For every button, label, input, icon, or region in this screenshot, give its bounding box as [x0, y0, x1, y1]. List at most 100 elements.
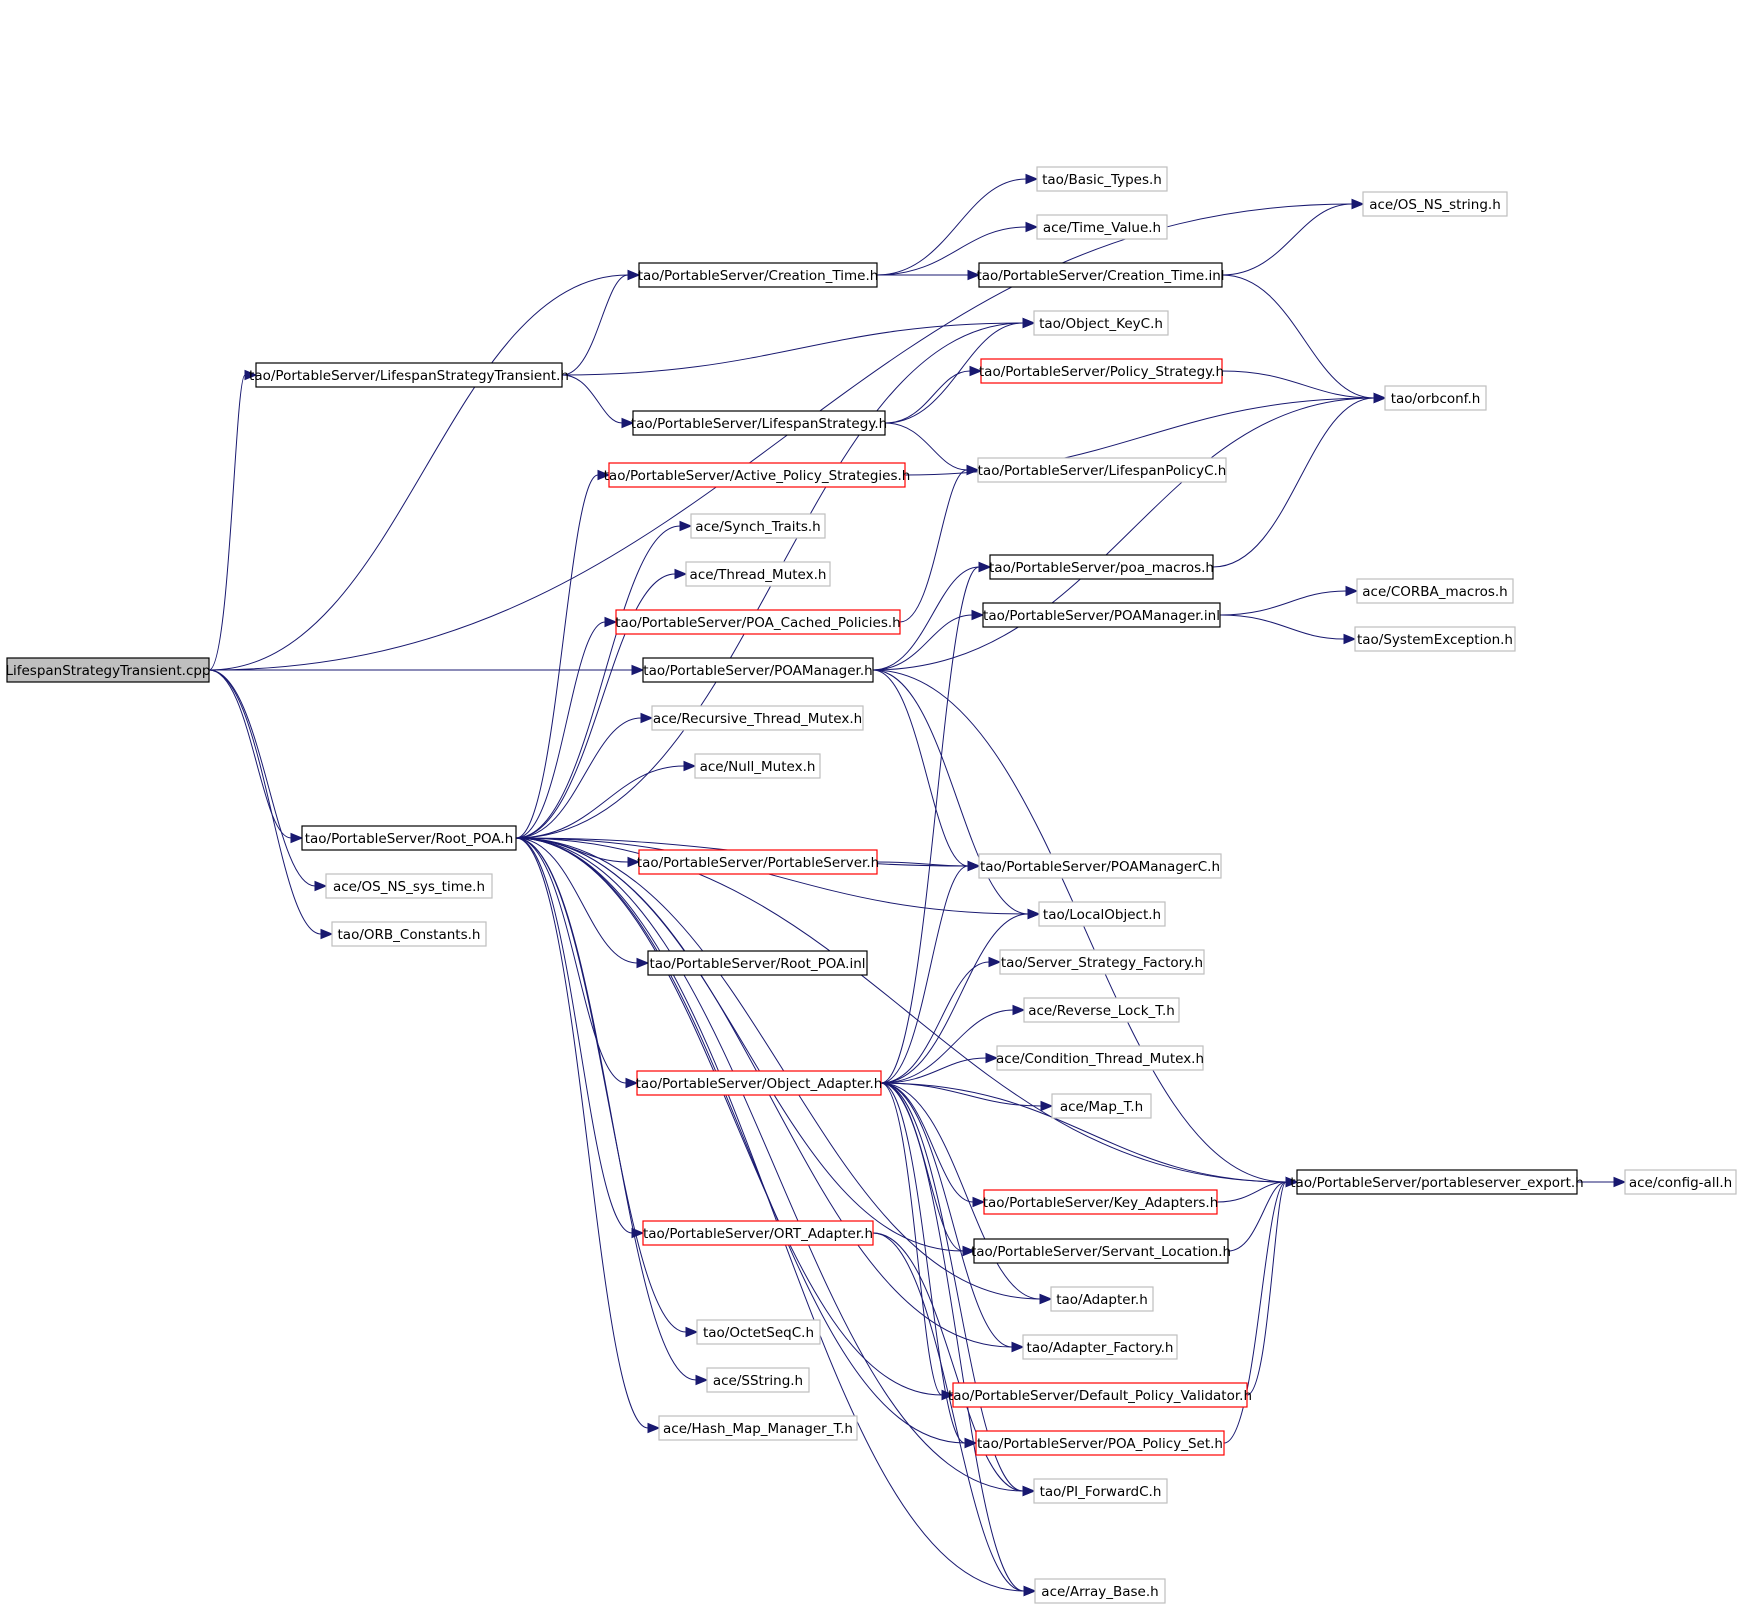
arrowhead-n3-n2	[627, 269, 641, 281]
arrowhead-n0-n7	[320, 928, 334, 940]
node-n38[interactable]: ace/Reverse_Lock_T.h	[1023, 997, 1180, 1023]
node-n15[interactable]: tao/PortableServer/LifespanPolicyC.h	[977, 457, 1227, 483]
node-n25[interactable]: ace/Recursive_Thread_Mutex.h	[651, 705, 864, 731]
node-n11[interactable]: tao/orbconf.h	[1384, 385, 1487, 411]
arrowhead-n5-n12	[1022, 317, 1036, 329]
node-label: ace/OS_NS_string.h	[1369, 197, 1501, 213]
edge-n29-n45	[880, 1082, 943, 1396]
node-n29[interactable]: tao/PortableServer/Object_Adapter.h	[636, 1070, 883, 1096]
node-label: tao/PortableServer/ORT_Adapter.h	[643, 1226, 873, 1242]
edge-n4-n19	[872, 669, 969, 867]
node-n32[interactable]: ace/SString.h	[706, 1367, 810, 1393]
node-n36[interactable]: ace/config-all.h	[1624, 1169, 1737, 1195]
node-n43[interactable]: tao/Adapter.h	[1050, 1286, 1154, 1312]
node-n46[interactable]: tao/PortableServer/POA_Policy_Set.h	[975, 1430, 1225, 1456]
node-n48[interactable]: ace/Array_Base.h	[1034, 1578, 1166, 1604]
node-box	[1362, 191, 1508, 217]
node-n40[interactable]: ace/Map_T.h	[1051, 1093, 1152, 1119]
node-box	[1033, 310, 1169, 336]
node-box	[1033, 1478, 1168, 1504]
node-label: tao/PortableServer/poa_macros.h	[989, 560, 1214, 576]
node-n6[interactable]: ace/OS_NS_sys_time.h	[325, 873, 493, 899]
node-label: tao/PortableServer/Creation_Time.h	[638, 268, 879, 284]
node-label: tao/Object_KeyC.h	[1039, 316, 1163, 332]
node-n31[interactable]: tao/OctetSeqC.h	[696, 1319, 821, 1345]
node-n20[interactable]: tao/LocalObject.h	[1038, 901, 1166, 927]
edges-layer	[208, 173, 1627, 1597]
node-n37[interactable]: tao/Server_Strategy_Factory.h	[999, 949, 1205, 975]
node-n24[interactable]: tao/PortableServer/POA_Cached_Policies.h	[615, 609, 901, 635]
nodes-layer: LifespanStrategyTransient.cppace/OS_NS_s…	[5, 166, 1737, 1604]
node-n23[interactable]: ace/Thread_Mutex.h	[685, 561, 831, 587]
node-label: tao/PortableServer/portableserver_export…	[1290, 1175, 1584, 1191]
node-n10[interactable]: tao/PortableServer/Creation_Time.inl	[976, 262, 1225, 288]
node-n30[interactable]: tao/PortableServer/ORT_Adapter.h	[642, 1220, 874, 1246]
node-box	[651, 705, 864, 731]
arrowhead-n5-n22	[679, 520, 693, 532]
node-n27[interactable]: tao/PortableServer/PortableServer.h	[637, 849, 879, 875]
node-n28[interactable]: tao/PortableServer/Root_POA.inl	[647, 950, 868, 976]
node-n7[interactable]: tao/ORB_Constants.h	[331, 921, 487, 947]
arrowhead-n29-n45	[941, 1389, 955, 1401]
edge-n16-n11	[1212, 397, 1375, 568]
edge-n17-n34	[1219, 590, 1347, 616]
node-n14[interactable]: tao/PortableServer/Policy_Strategy.h	[979, 358, 1224, 384]
node-label: tao/PortableServer/POA_Policy_Set.h	[977, 1436, 1223, 1452]
node-n35[interactable]: tao/SystemException.h	[1354, 626, 1516, 652]
node-n1[interactable]: ace/OS_NS_string.h	[1362, 191, 1508, 217]
arrowhead-n2-n10	[967, 269, 981, 281]
edge-n13-n14	[884, 370, 971, 424]
node-label: tao/PortableServer/Root_POA.h	[305, 831, 514, 847]
node-n3[interactable]: tao/PortableServer/LifespanStrategyTrans…	[249, 362, 569, 388]
node-n44[interactable]: tao/Adapter_Factory.h	[1022, 1334, 1178, 1360]
edge-n3-n2	[561, 274, 629, 376]
node-n9[interactable]: ace/Time_Value.h	[1036, 214, 1168, 240]
node-n42[interactable]: tao/PortableServer/Servant_Location.h	[971, 1238, 1231, 1264]
node-n18[interactable]: tao/PortableServer/portableserver_export…	[1290, 1169, 1584, 1195]
node-n33[interactable]: ace/Hash_Map_Manager_T.h	[658, 1415, 858, 1441]
edge-n29-n16	[880, 566, 980, 1084]
node-box	[694, 753, 821, 779]
node-label: ace/CORBA_macros.h	[1362, 584, 1507, 600]
node-box	[952, 1382, 1248, 1408]
node-box	[977, 457, 1227, 483]
node-box	[1356, 578, 1514, 604]
edge-n10-n1	[1221, 203, 1353, 276]
node-n45[interactable]: tao/PortableServer/Default_Policy_Valida…	[948, 1382, 1252, 1408]
node-n5[interactable]: tao/PortableServer/Root_POA.h	[301, 825, 517, 851]
node-n4[interactable]: tao/PortableServer/POAManager.h	[642, 657, 874, 683]
node-n47[interactable]: tao/PI_ForwardC.h	[1033, 1478, 1168, 1504]
arrowhead-n29-n37	[988, 956, 1002, 968]
node-n12[interactable]: tao/Object_KeyC.h	[1033, 310, 1169, 336]
edge-n42-n18	[1227, 1181, 1287, 1252]
node-n2[interactable]: tao/PortableServer/Creation_Time.h	[638, 262, 879, 288]
node-label: tao/PortableServer/Object_Adapter.h	[636, 1076, 883, 1092]
node-label: tao/PortableServer/LifespanStrategy.h	[631, 416, 887, 432]
node-n39[interactable]: ace/Condition_Thread_Mutex.h	[996, 1045, 1204, 1071]
node-n17[interactable]: tao/PortableServer/POAManager.inl	[982, 602, 1221, 628]
node-n19[interactable]: tao/PortableServer/POAManagerC.h	[978, 853, 1222, 879]
node-box	[989, 554, 1214, 580]
node-box	[1051, 1093, 1152, 1119]
node-n41[interactable]: tao/PortableServer/Key_Adapters.h	[983, 1189, 1219, 1215]
node-label: tao/PortableServer/POAManager.h	[643, 663, 872, 679]
node-n22[interactable]: ace/Synch_Traits.h	[690, 513, 826, 539]
node-label: tao/ORB_Constants.h	[338, 927, 481, 943]
node-n8[interactable]: tao/Basic_Types.h	[1036, 166, 1168, 192]
edge-n29-n18	[880, 1082, 1287, 1183]
arrowhead-n5-n23	[674, 568, 688, 580]
edge-n29-n47	[880, 1082, 1024, 1492]
node-n26[interactable]: ace/Null_Mutex.h	[694, 753, 821, 779]
node-n21[interactable]: tao/PortableServer/Active_Policy_Strateg…	[604, 462, 911, 488]
edge-n29-n19	[880, 865, 969, 1084]
node-box	[636, 1070, 882, 1096]
node-label: ace/Condition_Thread_Mutex.h	[996, 1051, 1204, 1067]
arrowhead-n5-n21	[597, 469, 611, 481]
arrowhead-n5-n28	[636, 957, 650, 969]
edge-n0-n7	[208, 669, 322, 935]
node-box	[1050, 1286, 1154, 1312]
node-n34[interactable]: ace/CORBA_macros.h	[1356, 578, 1514, 604]
node-label: ace/Time_Value.h	[1043, 220, 1161, 236]
node-n16[interactable]: tao/PortableServer/poa_macros.h	[989, 554, 1214, 580]
node-n13[interactable]: tao/PortableServer/LifespanStrategy.h	[631, 410, 887, 436]
